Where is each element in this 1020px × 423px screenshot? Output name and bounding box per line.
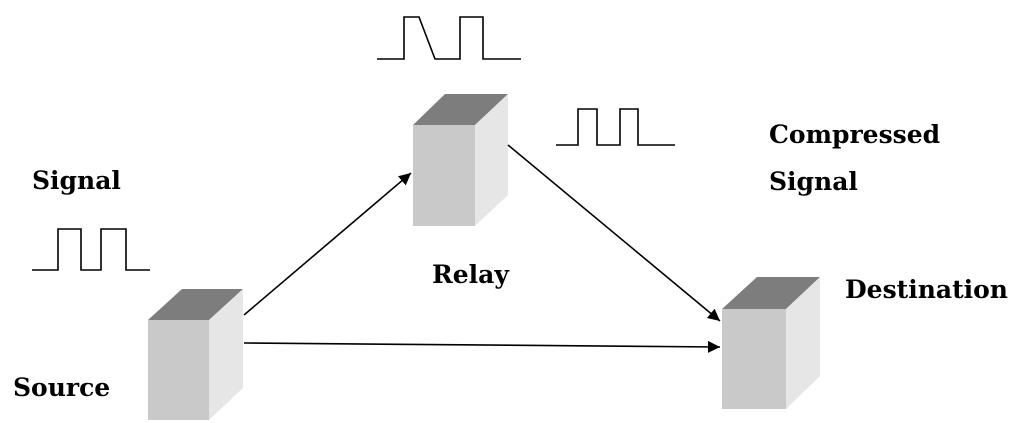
- source-signal-waveform: [32, 228, 150, 271]
- signal-label: Signal: [32, 166, 121, 195]
- compressed-signal-label-line2: Signal: [769, 167, 858, 196]
- relay-signal-waveform: [377, 16, 521, 60]
- arrow-relay-to-destination: [507, 144, 721, 322]
- relay-node-block: [413, 94, 508, 226]
- source-label: Source: [13, 373, 111, 402]
- destination-node-block: [722, 277, 820, 409]
- compressed-signal-label-line1: Compressed: [769, 120, 941, 149]
- relay-label: Relay: [432, 260, 509, 289]
- destination-label: Destination: [845, 275, 1008, 304]
- source-node-block: [148, 289, 243, 420]
- arrow-source-to-destination: [243, 340, 721, 353]
- arrow-source-to-relay: [243, 172, 412, 316]
- compressed-signal-waveform: [556, 108, 675, 146]
